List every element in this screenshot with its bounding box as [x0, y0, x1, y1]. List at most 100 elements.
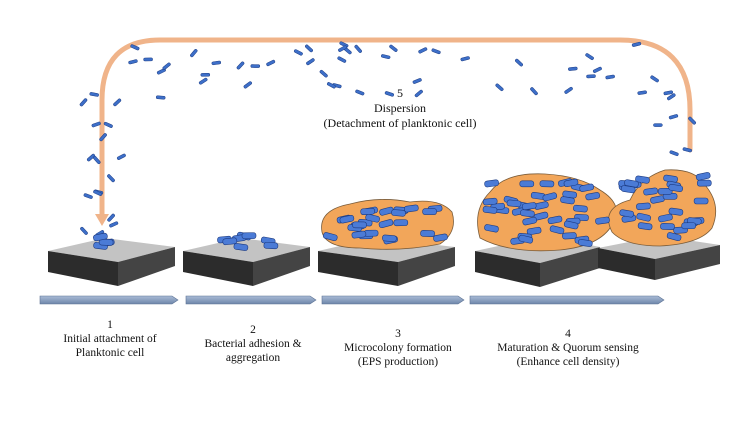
planktonic-cell [431, 48, 442, 55]
planktonic-cell [353, 44, 363, 54]
attached-cell [390, 209, 407, 217]
dispersion-arrow [99, 37, 693, 223]
attached-cell [660, 222, 675, 231]
planktonic-cell [236, 60, 245, 71]
planktonic-cell [336, 55, 347, 64]
stage-number: 4 [565, 328, 571, 340]
stage-line2: (Enhance cell density) [516, 356, 620, 368]
planktonic-cell [529, 86, 539, 96]
planktonic-cell [412, 77, 423, 85]
dispersion-subtitle: (Detachment of planktonic cell) [323, 116, 477, 130]
stage-1-label: 1 Initial attachment of Planktonic cell [40, 318, 180, 360]
planktonic-cell [79, 97, 88, 107]
stage-number: 3 [395, 328, 401, 340]
attached-cell [539, 180, 555, 188]
planktonic-cell [514, 58, 524, 68]
attached-cell [506, 199, 522, 208]
stage-line2: aggregation [225, 352, 281, 364]
attached-cell [241, 232, 257, 240]
stage-line1: Maturation & Quorum sensing [497, 342, 639, 354]
attached-cell [222, 237, 238, 246]
planktonic-cell [293, 48, 304, 57]
planktonic-cell [319, 69, 329, 79]
attached-cell [572, 204, 588, 213]
attached-cell [681, 222, 697, 230]
timeline [39, 295, 665, 305]
planktonic-cell [380, 53, 391, 60]
planktonic-cell [605, 74, 616, 80]
planktonic-cell [250, 64, 261, 68]
stage-number: 1 [107, 319, 113, 331]
stage-line2: (EPS production) [357, 356, 439, 368]
planktonic-cell [584, 52, 595, 61]
planktonic-cell [108, 220, 119, 228]
attached-cell [519, 180, 535, 188]
attached-cell [482, 205, 498, 215]
planktonic-cell [128, 59, 138, 65]
dispersion-title: Dispersion [374, 101, 426, 115]
planktonic-cell [563, 86, 574, 95]
attached-cell [351, 230, 367, 239]
attached-cell [695, 171, 711, 181]
attached-cell [263, 241, 279, 250]
planktonic-cell [106, 173, 116, 183]
planktonic-cell [211, 60, 222, 66]
attached-cell [422, 208, 437, 215]
planktonic-cell [79, 226, 89, 236]
attached-cell [635, 202, 651, 211]
stage-line2: Planktonic cell [75, 347, 145, 359]
planktonic-cell [417, 46, 428, 54]
planktonic-cell [161, 61, 172, 71]
attached-cell [696, 179, 712, 187]
planktonic-cell [663, 90, 674, 96]
planktonic-cell [155, 95, 166, 100]
attached-cell [393, 219, 409, 227]
attached-cell [352, 221, 367, 229]
attached-cell [360, 207, 376, 216]
planktonic-cell [89, 91, 100, 97]
planktonic-cell [567, 66, 578, 72]
attached-cell [693, 197, 709, 205]
planktonic-cell [460, 55, 471, 62]
planktonic-cell [669, 149, 680, 157]
stage-4-label: 4 Maturation & Quorum sensing (Enhance c… [478, 327, 658, 369]
planktonic-cell [592, 66, 603, 74]
timeline-arrow-3 [321, 295, 465, 305]
planktonic-cell [116, 153, 127, 161]
dispersion-number: 5 [397, 86, 403, 100]
timeline-arrow-1 [39, 295, 179, 305]
stage-3-label: 3 Microcolony formation (EPS production) [328, 327, 468, 369]
planktonic-cell [649, 74, 660, 83]
planktonic-cell [103, 121, 114, 129]
attached-cell [561, 232, 577, 240]
planktonic-cell [586, 74, 596, 79]
planktonic-cell [388, 44, 399, 53]
planktonic-cell [653, 123, 663, 127]
planktonic-cell [112, 97, 122, 107]
planktonic-cell [200, 72, 211, 77]
stage-line1: Microcolony formation [344, 342, 452, 354]
attached-cell [381, 234, 397, 243]
stage-line1: Bacterial adhesion & [204, 338, 302, 350]
planktonic-cell [305, 57, 316, 66]
dispersion-arrowhead [95, 214, 109, 226]
stage-2-label: 2 Bacterial adhesion & aggregation [183, 323, 323, 365]
planktonic-cell [243, 80, 253, 90]
planktonic-cell [265, 59, 276, 67]
dispersion-label: 5 Dispersion (Detachment of planktonic c… [300, 86, 500, 131]
stage-line1: Initial attachment of [63, 333, 157, 345]
planktonic-cell [198, 77, 209, 86]
stage-number: 2 [250, 324, 256, 336]
surface-1 [48, 238, 175, 286]
attached-cell [420, 229, 436, 238]
planktonic-cell [143, 57, 153, 62]
planktonic-cell [189, 48, 199, 58]
planktonic-cell [83, 192, 94, 200]
timeline-arrow-4 [469, 295, 665, 305]
planktonic-cell [637, 90, 648, 96]
planktonic-cell [668, 113, 679, 120]
planktonic-cell [304, 43, 314, 53]
attached-cell [482, 197, 498, 206]
timeline-arrow-2 [185, 295, 317, 305]
